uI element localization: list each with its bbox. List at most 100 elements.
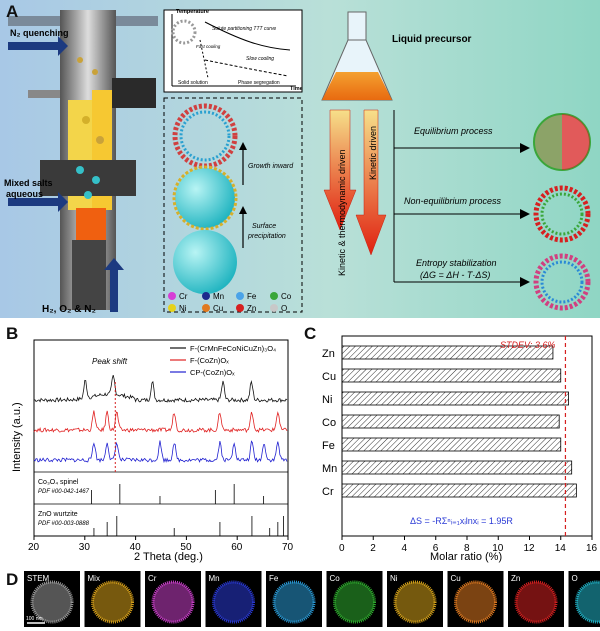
eds-particle-zn (516, 582, 556, 622)
legend-dot-mn (202, 292, 210, 300)
bar-ni (341, 391, 569, 406)
molar-frame (341, 335, 593, 537)
legend-label-cu: Cu (213, 304, 223, 313)
flask-illustration (321, 11, 393, 256)
xrd-xlabel: 2 Theta (deg.) (134, 551, 203, 563)
eds-label-cu: Cu (451, 574, 461, 583)
panel-b-label: B (6, 324, 19, 343)
bar-label-zn: Zn (322, 348, 335, 360)
molar-tick-label-4: 4 (402, 543, 408, 554)
eds-shell-fe (272, 580, 316, 624)
eds-particle-ni (395, 582, 435, 622)
surface-label: Surface (252, 223, 276, 230)
gases-label: H₂, O₂ & N₂ (42, 304, 96, 315)
particle-results (533, 113, 591, 311)
eds-label-fe: Fe (269, 574, 279, 583)
bar-label-cr: Cr (322, 486, 334, 498)
peak-shift-label: Peak shift (92, 357, 128, 366)
xrd-frame (33, 339, 289, 537)
xrd-tick-label-20: 20 (28, 542, 40, 553)
mixed-salts-label: Mixed salts (4, 178, 53, 188)
eds-shell-mn (212, 580, 255, 624)
process-branches (393, 110, 530, 287)
scale-bar-label: 100 nm (26, 616, 43, 622)
xrd-legend-label-0: F-(CrMnFeCoNiCuZn)₃O₄ (190, 344, 276, 353)
ref-name-1: ZnO wurtzite (38, 511, 78, 518)
ref-name-0: Co₃O₄ spinel (38, 479, 79, 486)
xrd-tick-label-30: 30 (79, 542, 91, 553)
eds-label-stem: STEM (27, 574, 50, 583)
eds-particle-cu (455, 582, 496, 622)
nonequilibrium-label: Non-equilibrium process (404, 196, 502, 206)
eds-shell-stem (30, 580, 74, 624)
eds-particle-co (334, 582, 375, 622)
solid-solution-label: Solid solution (178, 80, 208, 86)
kinetic-driven-label: Kinetic driven (368, 126, 378, 180)
eds-shell-ni (393, 580, 437, 624)
xrd-tick-label-50: 50 (180, 542, 192, 553)
molar-tick-label-8: 8 (464, 543, 470, 554)
bar-co (341, 414, 560, 429)
molar-tick-label-14: 14 (555, 543, 567, 554)
molar-tick-label-16: 16 (586, 543, 598, 554)
xrd-legend-label-1: F-(CoZn)Oₓ (190, 356, 229, 365)
eds-shell-zn (514, 580, 558, 624)
legend-label-o: O (281, 304, 287, 313)
n2-quenching-label: N₂ quenching (10, 28, 69, 38)
legend-dot-o (270, 304, 278, 312)
eds-particle-o (576, 582, 600, 622)
panel-d-label: D (6, 570, 19, 589)
panel-c-label: C (304, 324, 317, 343)
eds-particle-fe (274, 582, 314, 622)
molar-xlabel: Molar ratio (%) (430, 551, 502, 563)
reactor-illustration (8, 10, 158, 310)
legend-dot-cu (202, 304, 210, 312)
bar-cu (341, 368, 562, 383)
entropy-label: Entropy stabilization (416, 258, 497, 268)
liquid-precursor-label: Liquid precursor (392, 34, 472, 45)
eds-label-co: Co (330, 574, 341, 583)
legend-dot-ni (168, 304, 176, 312)
fast-cooling-label: Fast cooling (196, 44, 221, 49)
molar-tick-label-6: 6 (433, 543, 439, 554)
panel-a-label: A (6, 2, 19, 21)
aqueous-label: aqueous (6, 189, 43, 199)
xrd-series-0 (33, 374, 288, 403)
ref-pdf-0: PDF #00-042-1467 (38, 489, 90, 495)
bar-label-fe: Fe (322, 440, 335, 452)
eds-particle-stem (32, 582, 72, 622)
bar-fe (341, 437, 562, 452)
ttt-xlabel: Time (290, 86, 303, 92)
entropy-formula-label: ΔS = -RΣⁿᵢ₌₁xᵢlnxᵢ = 1.95R (410, 516, 513, 526)
eds-particle-mn (213, 582, 254, 622)
eds-particle-cr (153, 582, 193, 622)
bar-label-mn: Mn (322, 463, 337, 475)
molar-tick-label-2: 2 (370, 543, 376, 554)
eds-shell-mix (91, 580, 134, 624)
ref-pdf-1: PDF #00-003-0888 (38, 521, 90, 527)
stdev-label: STDEV: 3.6% (500, 340, 555, 350)
eds-label-zn: Zn (511, 574, 520, 583)
xrd-tick-label-40: 40 (130, 542, 142, 553)
eds-label-mn: Mn (209, 574, 220, 583)
molar-tick-label-0: 0 (339, 543, 345, 554)
xrd-ylabel: Intensity (a.u.) (11, 402, 23, 472)
eds-shell-co (333, 580, 376, 624)
xrd-series-1 (33, 410, 288, 434)
thermo-driven-label: Kinetic & thermodynamic driven (337, 149, 347, 276)
precipitation-label: precipitation (247, 233, 286, 240)
bar-label-cu: Cu (322, 371, 336, 383)
ttt-diagram (163, 9, 303, 93)
legend-label-mn: Mn (213, 292, 224, 301)
eds-particle-mix (92, 582, 133, 622)
eds-label-ni: Ni (390, 574, 398, 583)
legend-label-ni: Ni (179, 304, 187, 313)
molar-tick-label-12: 12 (524, 543, 536, 554)
ttt-ylabel: Temperature (176, 9, 209, 15)
bar-cr (341, 483, 577, 498)
